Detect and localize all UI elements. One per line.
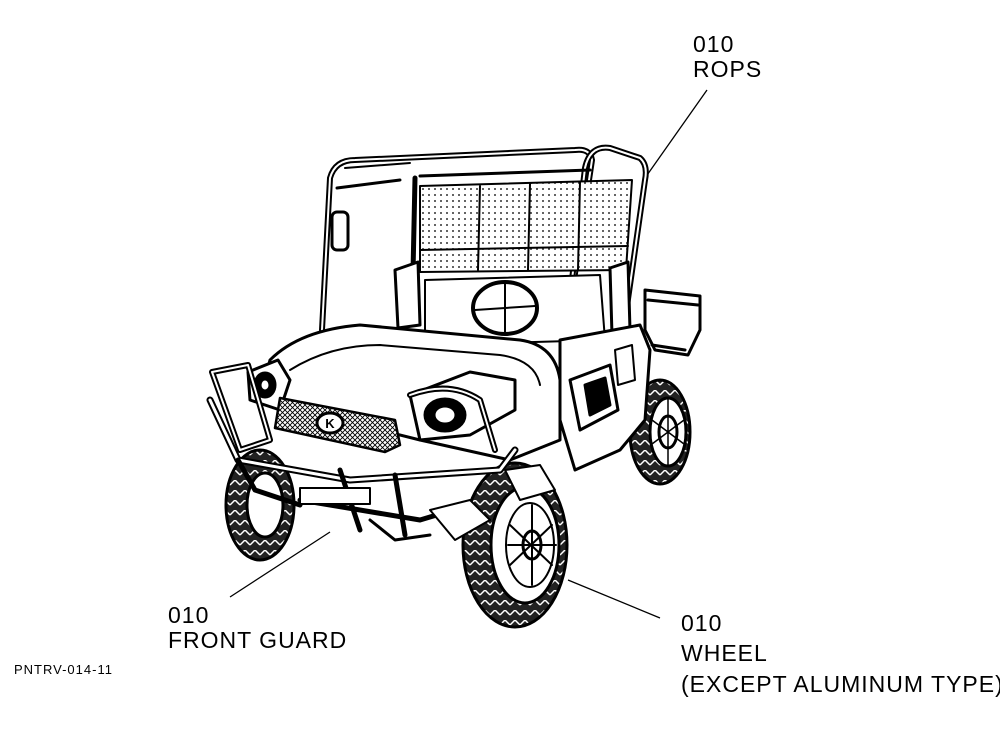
leader-line-front-guard bbox=[229, 531, 331, 598]
rops-roll-cage bbox=[319, 144, 649, 343]
wheel-callout-note: (EXCEPT ALUMINUM TYPE) bbox=[681, 671, 1000, 697]
undercarriage bbox=[429, 464, 556, 541]
grille-logo: K bbox=[325, 416, 335, 431]
leader-lines bbox=[229, 89, 708, 619]
leader-line-wheel bbox=[567, 579, 661, 619]
rops-callout-code: 010 bbox=[693, 31, 735, 57]
wheel-callout-name: WHEEL bbox=[681, 640, 768, 666]
cabin-interior bbox=[393, 260, 632, 346]
rear-screen bbox=[419, 179, 633, 273]
front-guard-callout-code: 010 bbox=[168, 602, 210, 628]
front-guard-callout-name: FRONT GUARD bbox=[168, 627, 348, 653]
wheel-callout-code: 010 bbox=[681, 610, 723, 636]
front-guard-bumper bbox=[206, 362, 519, 542]
rops-callout-name: ROPS bbox=[693, 56, 763, 82]
vehicle-body bbox=[558, 323, 652, 472]
reference-code: PNTRV-014-11 bbox=[14, 662, 113, 677]
front-grille bbox=[273, 396, 402, 454]
front-right-wheel bbox=[461, 461, 569, 629]
leader-line-rops bbox=[644, 89, 708, 179]
rear-wheel bbox=[628, 378, 692, 486]
cargo-bed bbox=[643, 288, 702, 357]
